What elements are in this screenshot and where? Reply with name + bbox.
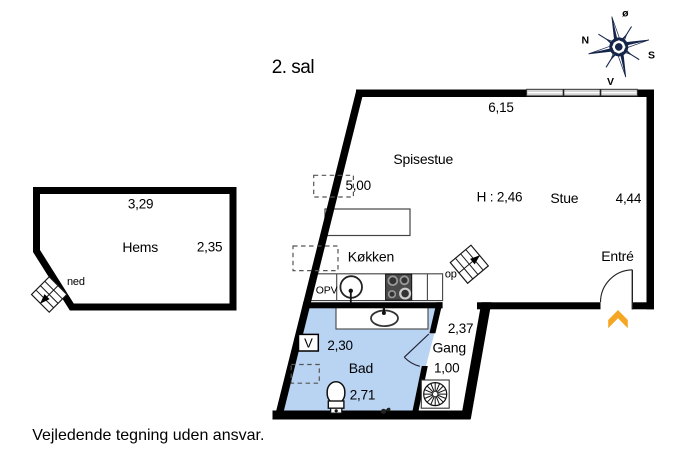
svg-text:H : 2,46: H : 2,46: [477, 190, 523, 205]
svg-text:ø: ø: [622, 8, 629, 20]
svg-text:OPV: OPV: [316, 284, 338, 296]
svg-text:Spisestue: Spisestue: [393, 151, 453, 167]
svg-text:2,71: 2,71: [350, 388, 375, 403]
svg-text:V: V: [607, 76, 614, 88]
svg-text:Køkken: Køkken: [348, 249, 394, 265]
svg-text:N: N: [582, 34, 590, 46]
svg-text:Entré: Entré: [601, 248, 634, 264]
svg-text:1,00: 1,00: [434, 361, 459, 376]
svg-text:Stue: Stue: [550, 190, 578, 206]
svg-text:Bad: Bad: [349, 360, 373, 376]
svg-text:2,30: 2,30: [327, 338, 352, 353]
svg-text:op: op: [445, 269, 457, 281]
svg-text:6,15: 6,15: [488, 100, 513, 115]
svg-text:Vejledende tegning uden ansvar: Vejledende tegning uden ansvar.: [32, 427, 264, 444]
svg-text:Gang: Gang: [432, 339, 465, 355]
svg-text:ned: ned: [67, 276, 85, 288]
svg-text:S: S: [648, 50, 655, 62]
svg-text:3,29: 3,29: [128, 196, 153, 211]
svg-text:5,00: 5,00: [345, 178, 370, 193]
svg-text:2. sal: 2. sal: [272, 57, 314, 78]
svg-text:2,35: 2,35: [197, 239, 222, 254]
svg-text:2,37: 2,37: [448, 321, 473, 336]
svg-text:Hems: Hems: [122, 239, 158, 255]
svg-text:V: V: [304, 336, 313, 351]
svg-text:4,44: 4,44: [616, 191, 642, 206]
